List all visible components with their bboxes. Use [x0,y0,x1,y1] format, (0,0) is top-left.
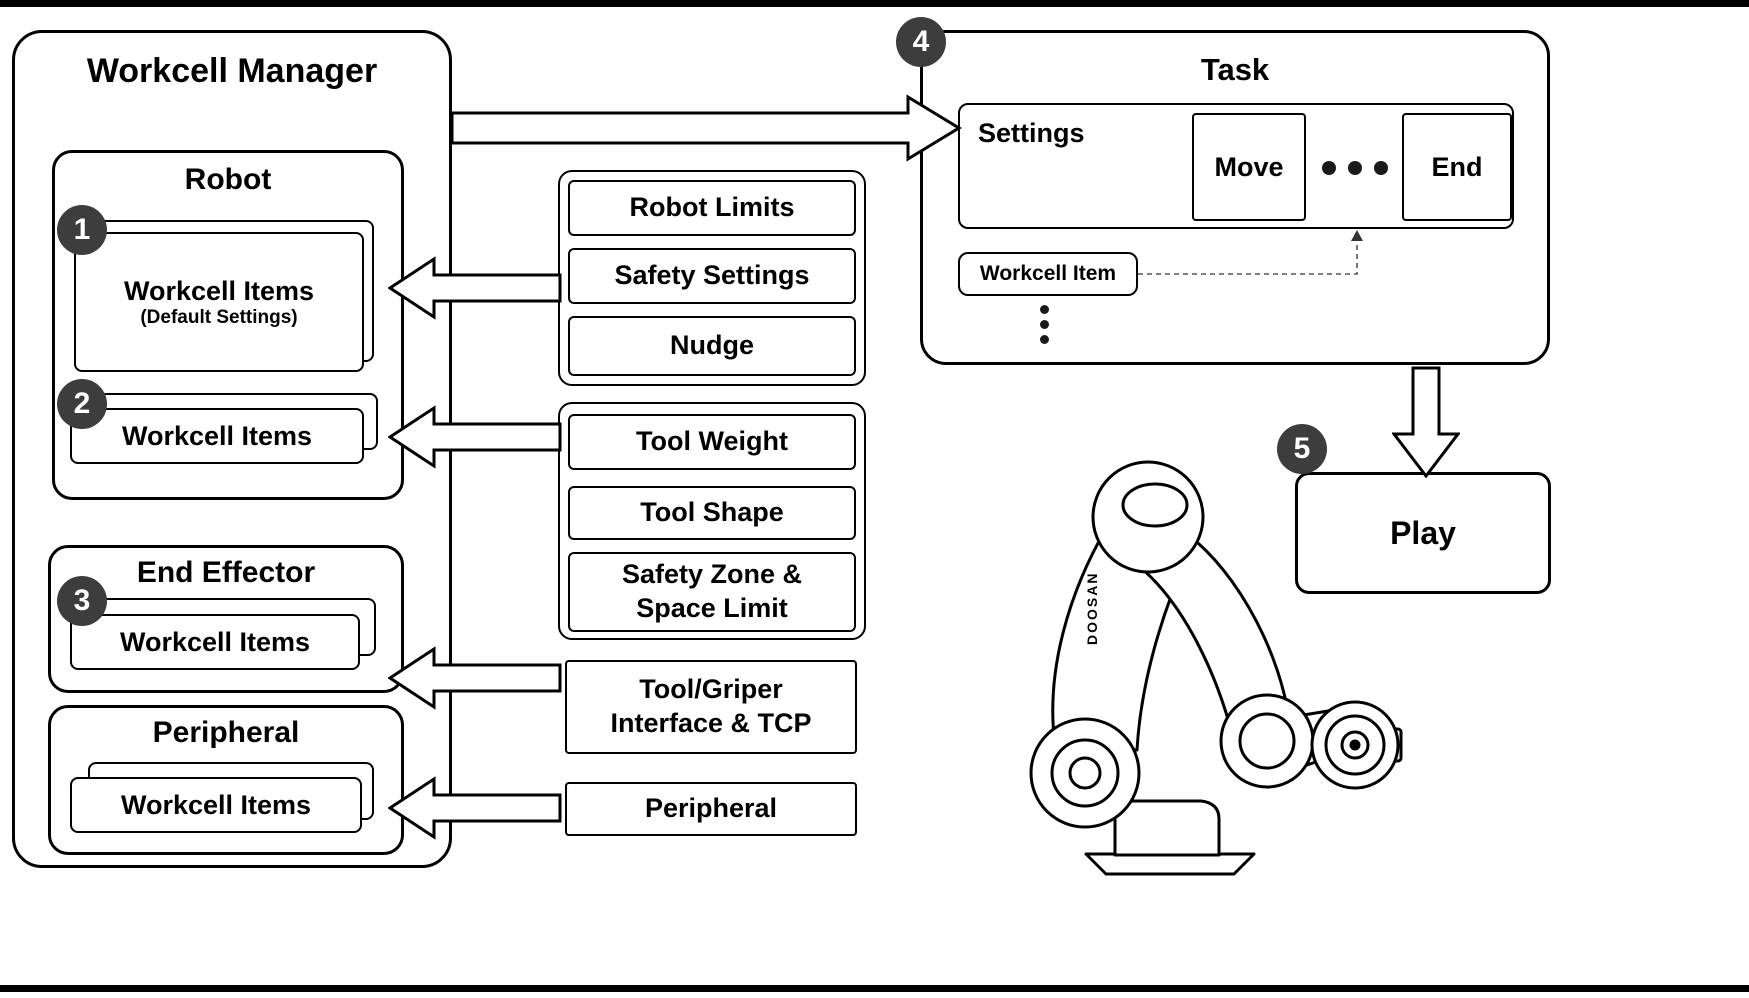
vertical-ellipsis [1040,305,1049,344]
task-settings-label: Settings [978,118,1085,148]
tool-gripper-box: Tool/Griper Interface & TCP [565,660,857,754]
peripheral-section-title: Peripheral [152,716,300,749]
move-box: Move [1192,113,1306,221]
workcell-items-default-label: Workcell Items [123,275,315,306]
end-box: End [1402,113,1512,221]
task-title: Task [1200,52,1270,87]
safety-zone-line2: Space Limit [636,593,788,623]
tool-gripper-line2: Interface & TCP [610,708,812,738]
bottom-border-line [0,985,1749,992]
end-effector-workcell-items-box: Workcell Items [70,614,360,670]
arrow-to-play [1392,366,1460,478]
robot-illustration: DOOSAN [1029,460,1403,876]
arrow-end-effector-settings [388,646,562,710]
top-border-line [0,0,1749,7]
step-badge-5: 5 [1277,424,1327,474]
robot-pedestal [1113,799,1221,857]
ellipsis-dots [1322,161,1394,175]
end-effector-workcell-items-label: Workcell Items [119,626,311,657]
tool-shape-box: Tool Shape [568,486,856,540]
arrow-peripheral-settings [388,776,562,840]
tool-gripper-line1: Tool/Griper [639,674,783,705]
safety-zone-box: Safety Zone & Space Limit [568,552,856,632]
robot-workcell-items-box: Workcell Items [70,408,364,464]
step-badge-2: 2 [57,379,107,429]
step-badge-3: 3 [57,576,107,626]
workcell-manager-title: Workcell Manager [86,52,378,90]
step-badge-4: 4 [896,17,946,67]
step-badge-1: 1 [57,205,107,255]
safety-settings-box: Safety Settings [568,248,856,304]
workcell-item-connector [1138,230,1363,275]
workcell-items-default-box: Workcell Items (Default Settings) [74,232,364,372]
peripheral-settings-box: Peripheral [565,782,857,836]
workcell-item-box: Workcell Item [958,252,1138,296]
workcell-items-default-sublabel: (Default Settings) [140,307,298,329]
peripheral-workcell-items-box: Workcell Items [70,777,362,833]
robot-workcell-items-label: Workcell Items [121,420,313,451]
robot-section-title: Robot [184,163,272,196]
arrow-to-task [450,94,962,162]
robot-base-plate [1084,852,1256,876]
peripheral-workcell-items-label: Workcell Items [120,789,312,820]
robot-limits-box: Robot Limits [568,180,856,236]
safety-zone-line1: Safety Zone & [621,559,803,590]
play-label: Play [1390,514,1456,551]
tool-weight-box: Tool Weight [568,414,856,470]
arrow-robot-settings [388,256,562,320]
nudge-box: Nudge [568,316,856,376]
connector-arrowhead-icon [1351,230,1363,241]
arrow-tool-settings [388,405,562,469]
doosan-brand-text: DOOSAN [1084,572,1100,645]
end-effector-section-title: End Effector [136,556,316,589]
